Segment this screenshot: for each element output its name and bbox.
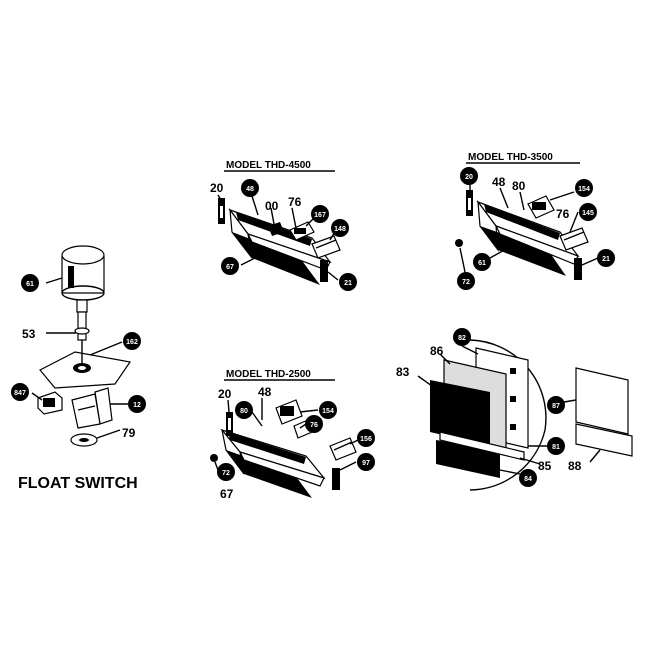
filter-bubble bbox=[469, 339, 547, 491]
label-circle-847 bbox=[11, 383, 29, 401]
filter-label-c: 83 bbox=[396, 365, 410, 379]
label-circle-61 bbox=[21, 274, 39, 292]
model-4500-label-f: 148 bbox=[334, 226, 346, 233]
model-4500-title: MODEL THD-4500 bbox=[226, 160, 311, 171]
filter-label-a: 82 bbox=[458, 335, 466, 342]
model-3500-label-c: 80 bbox=[512, 179, 526, 193]
model-3500-label-b: 48 bbox=[492, 175, 506, 189]
float-label-nut: 162 bbox=[126, 339, 138, 346]
model-3500-label-i: 21 bbox=[602, 256, 610, 263]
model-2500-label-f: 156 bbox=[360, 436, 372, 443]
float-switch-group: 61 53 162 847 12 79 FLOAT SWITCH bbox=[11, 245, 146, 492]
filter-label-e: 81 bbox=[552, 444, 560, 451]
filter-label-d: 87 bbox=[552, 403, 560, 410]
float-label-bracket: 12 bbox=[133, 402, 141, 409]
float-bracket bbox=[71, 387, 113, 429]
float-washer bbox=[70, 433, 98, 447]
model-2500-group: MODEL THD-2500 20 48 80 154 7 bbox=[210, 369, 375, 501]
float-label-washer: 79 bbox=[122, 426, 136, 440]
float-switch-part bbox=[37, 391, 63, 415]
filter-label-g: 84 bbox=[524, 476, 532, 483]
filter-panel bbox=[575, 367, 629, 435]
model-2500-label-h: 67 bbox=[220, 487, 234, 501]
float-motor bbox=[61, 245, 105, 301]
float-rod bbox=[74, 299, 90, 341]
model-3500-label-d: 154 bbox=[578, 186, 590, 193]
model-2500-label-a: 20 bbox=[218, 387, 232, 401]
model-4500-label-g: 67 bbox=[226, 264, 234, 271]
filter-dark-pad bbox=[430, 380, 490, 446]
filter-cover bbox=[575, 423, 633, 457]
model-2500-label-b: 48 bbox=[258, 385, 272, 399]
filter-assembly-group: 82 86 83 87 81 85 84 88 bbox=[396, 328, 633, 491]
model-2500-label-c: 80 bbox=[240, 408, 248, 415]
model-2500-label-i: 97 bbox=[362, 460, 370, 467]
model-4500-clip bbox=[268, 222, 284, 236]
filter-label-f: 85 bbox=[538, 459, 552, 473]
float-switch-title: FLOAT SWITCH bbox=[18, 475, 138, 492]
model-4500-label-h: 21 bbox=[344, 280, 352, 287]
model-3500-label-e: 76 bbox=[556, 207, 570, 221]
model-3500-label-f: 145 bbox=[582, 210, 594, 217]
model-4500-label-d: 76 bbox=[288, 195, 302, 209]
filter-label-b: 86 bbox=[430, 344, 444, 358]
model-3500-housing bbox=[476, 199, 580, 276]
model-4500-group: MODEL THD-4500 20 48 00 76 bbox=[210, 160, 357, 291]
model-2500-label-d: 154 bbox=[322, 408, 334, 415]
model-2500-label-g: 72 bbox=[222, 470, 230, 477]
model-3500-label-h: 61 bbox=[478, 260, 486, 267]
model-3500-title: MODEL THD-3500 bbox=[468, 152, 553, 163]
model-2500-housing bbox=[220, 428, 326, 498]
model-4500-label-e: 167 bbox=[314, 212, 326, 219]
model-3500-group: MODEL THD-3500 20 48 80 154 76 bbox=[455, 152, 615, 290]
model-2500-title: MODEL THD-2500 bbox=[226, 369, 311, 380]
label-circle-162 bbox=[123, 332, 141, 350]
model-2500-label-e: 76 bbox=[310, 422, 318, 429]
float-label-motor: 61 bbox=[26, 281, 34, 288]
model-4500-label-b: 48 bbox=[246, 186, 254, 193]
float-base-plate bbox=[39, 340, 132, 389]
model-3500-label-a: 20 bbox=[465, 174, 473, 181]
filter-label-h: 88 bbox=[568, 459, 582, 473]
model-3500-label-g: 72 bbox=[462, 279, 470, 286]
float-label-switch: 847 bbox=[14, 390, 26, 397]
model-4500-label-c: 00 bbox=[265, 199, 279, 213]
float-label-rod: 53 bbox=[22, 327, 36, 341]
model-4500-label-a: 20 bbox=[210, 181, 224, 195]
label-circle-12 bbox=[128, 395, 146, 413]
